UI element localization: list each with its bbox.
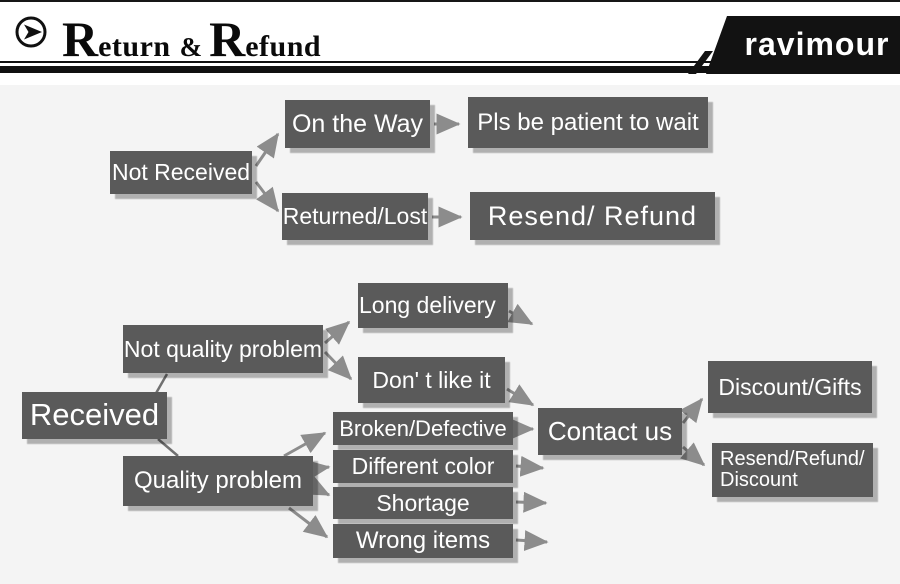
node-wrong-items: Wrong items (333, 524, 513, 558)
node-discount-gifts: Discount/Gifts (708, 361, 872, 413)
title-rest-2: efund (245, 30, 322, 63)
node-resend-refund-discount-line1: Resend/Refund/ (720, 448, 865, 470)
node-resend-refund-discount: Resend/Refund/ Discount (712, 443, 873, 497)
node-not-received: Not Received (110, 151, 252, 194)
node-long-delivery: Long delivery (358, 283, 508, 328)
node-broken-defective: Broken/Defective (333, 412, 513, 445)
brand-logo-shape (688, 16, 900, 74)
title-rest-1: eturn (98, 30, 171, 63)
node-pls-be-patient: Pls be patient to wait (468, 97, 708, 148)
node-resend-refund-discount-line2: Discount (720, 469, 798, 491)
node-dont-like-it: Don' t like it (358, 357, 505, 403)
title-ampersand: & (179, 32, 203, 62)
brand-logo-text: ravimour (744, 26, 890, 62)
title-underline-thin (0, 61, 717, 63)
node-contact-us: Contact us (538, 408, 682, 455)
page-title: Return&Refund (62, 10, 321, 68)
header: Return&Refund ravimour (0, 0, 900, 85)
title-capital-2: R (209, 11, 246, 67)
node-resend-refund: Resend/ Refund (470, 192, 715, 240)
play-arrow-circle-icon (15, 16, 47, 48)
node-on-the-way: On the Way (285, 100, 430, 148)
node-not-quality-problem: Not quality problem (123, 325, 323, 373)
node-different-color: Different color (333, 450, 513, 483)
node-returned-lost: Returned/Lost (282, 193, 428, 240)
top-border-line (0, 0, 900, 2)
title-underline-thick (0, 66, 711, 73)
node-quality-problem: Quality problem (123, 456, 313, 506)
node-shortage: Shortage (333, 487, 513, 519)
node-received: Received (22, 392, 167, 439)
title-capital-1: R (62, 11, 99, 67)
